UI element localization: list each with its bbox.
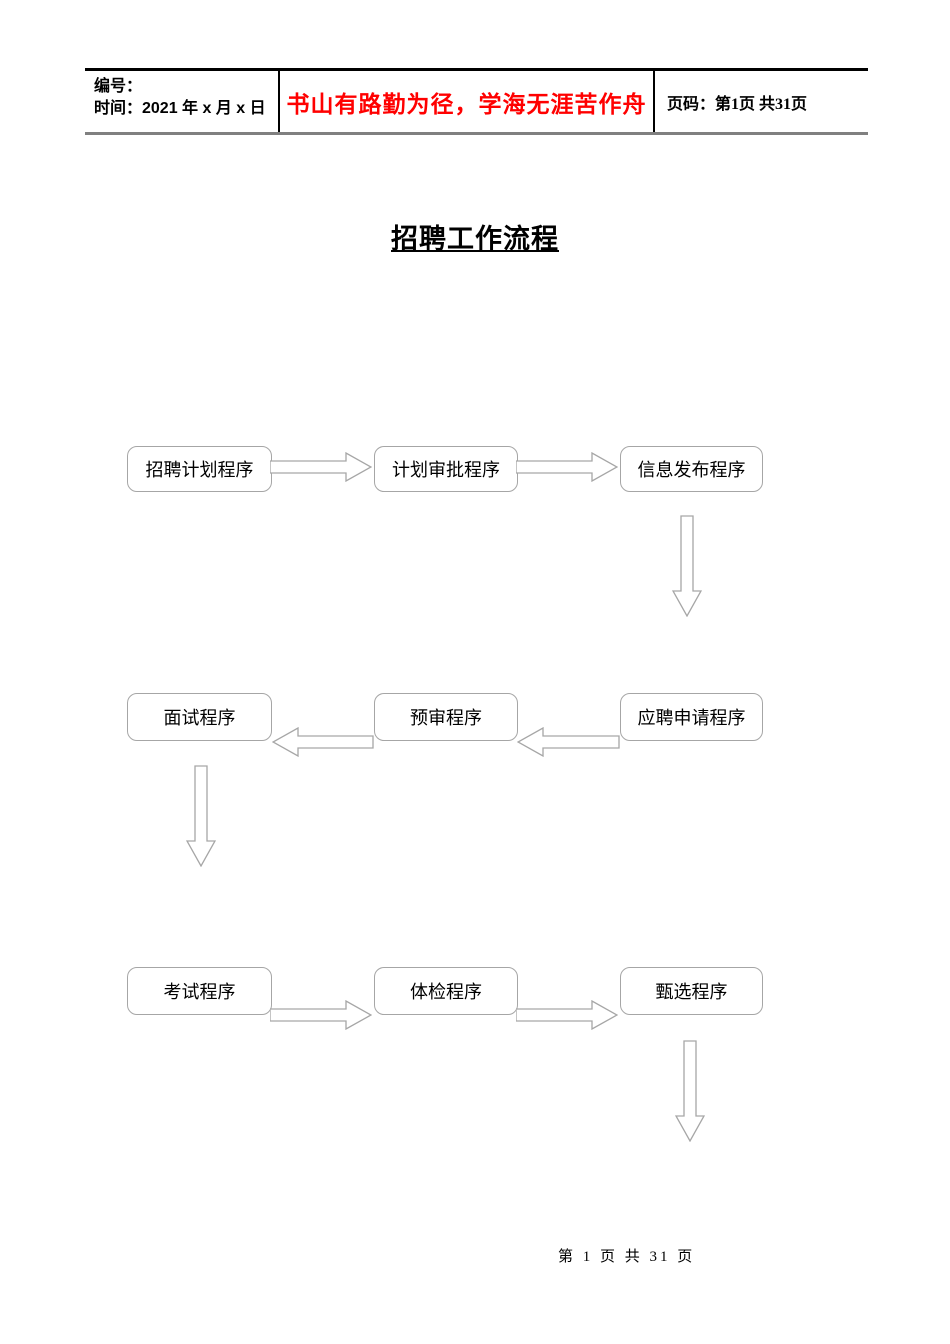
flow-box-plan-approval: 计划审批程序: [374, 446, 518, 492]
flow-arrow-down-icon: [186, 765, 216, 867]
header-motto-text: 书山有路勤为径，学海无涯苦作舟: [286, 91, 647, 117]
flow-arrow-left-icon: [272, 727, 374, 757]
header-number-time-cell: 编号： 时间：2021 年 x 月 x 日: [85, 71, 280, 132]
page-footer: 第 1 页 共 31 页: [558, 1249, 696, 1265]
header-number-label: 编号：: [94, 78, 143, 95]
flow-box-physical-check: 体检程序: [374, 967, 518, 1015]
flow-arrow-right-icon: [516, 1000, 618, 1030]
flow-arrow-down-icon: [675, 1040, 705, 1142]
flow-box-recruit-plan: 招聘计划程序: [127, 446, 272, 492]
header-motto-cell: 书山有路勤为径，学海无涯苦作舟: [280, 71, 655, 132]
flow-arrow-left-icon: [517, 727, 620, 757]
flow-arrow-right-icon: [516, 452, 618, 482]
flow-arrow-right-icon: [270, 452, 372, 482]
flow-arrow-down-icon: [672, 515, 702, 617]
flow-arrow-right-icon: [270, 1000, 372, 1030]
page-title: 招聘工作流程: [391, 224, 559, 254]
flow-box-info-release: 信息发布程序: [620, 446, 763, 492]
flow-box-pre-review: 预审程序: [374, 693, 518, 741]
flow-box-selection: 甄选程序: [620, 967, 763, 1015]
flow-box-exam: 考试程序: [127, 967, 272, 1015]
header-page-cell: 页码：第1页 共31页: [655, 71, 868, 132]
header-page-label: 页码：第1页 共31页: [667, 95, 808, 113]
header-table: 编号： 时间：2021 年 x 月 x 日 书山有路勤为径，学海无涯苦作舟 页码…: [85, 68, 868, 135]
header-time-label: 时间：2021 年 x 月 x 日: [94, 100, 266, 117]
flow-box-application: 应聘申请程序: [620, 693, 763, 741]
flow-box-interview: 面试程序: [127, 693, 272, 741]
